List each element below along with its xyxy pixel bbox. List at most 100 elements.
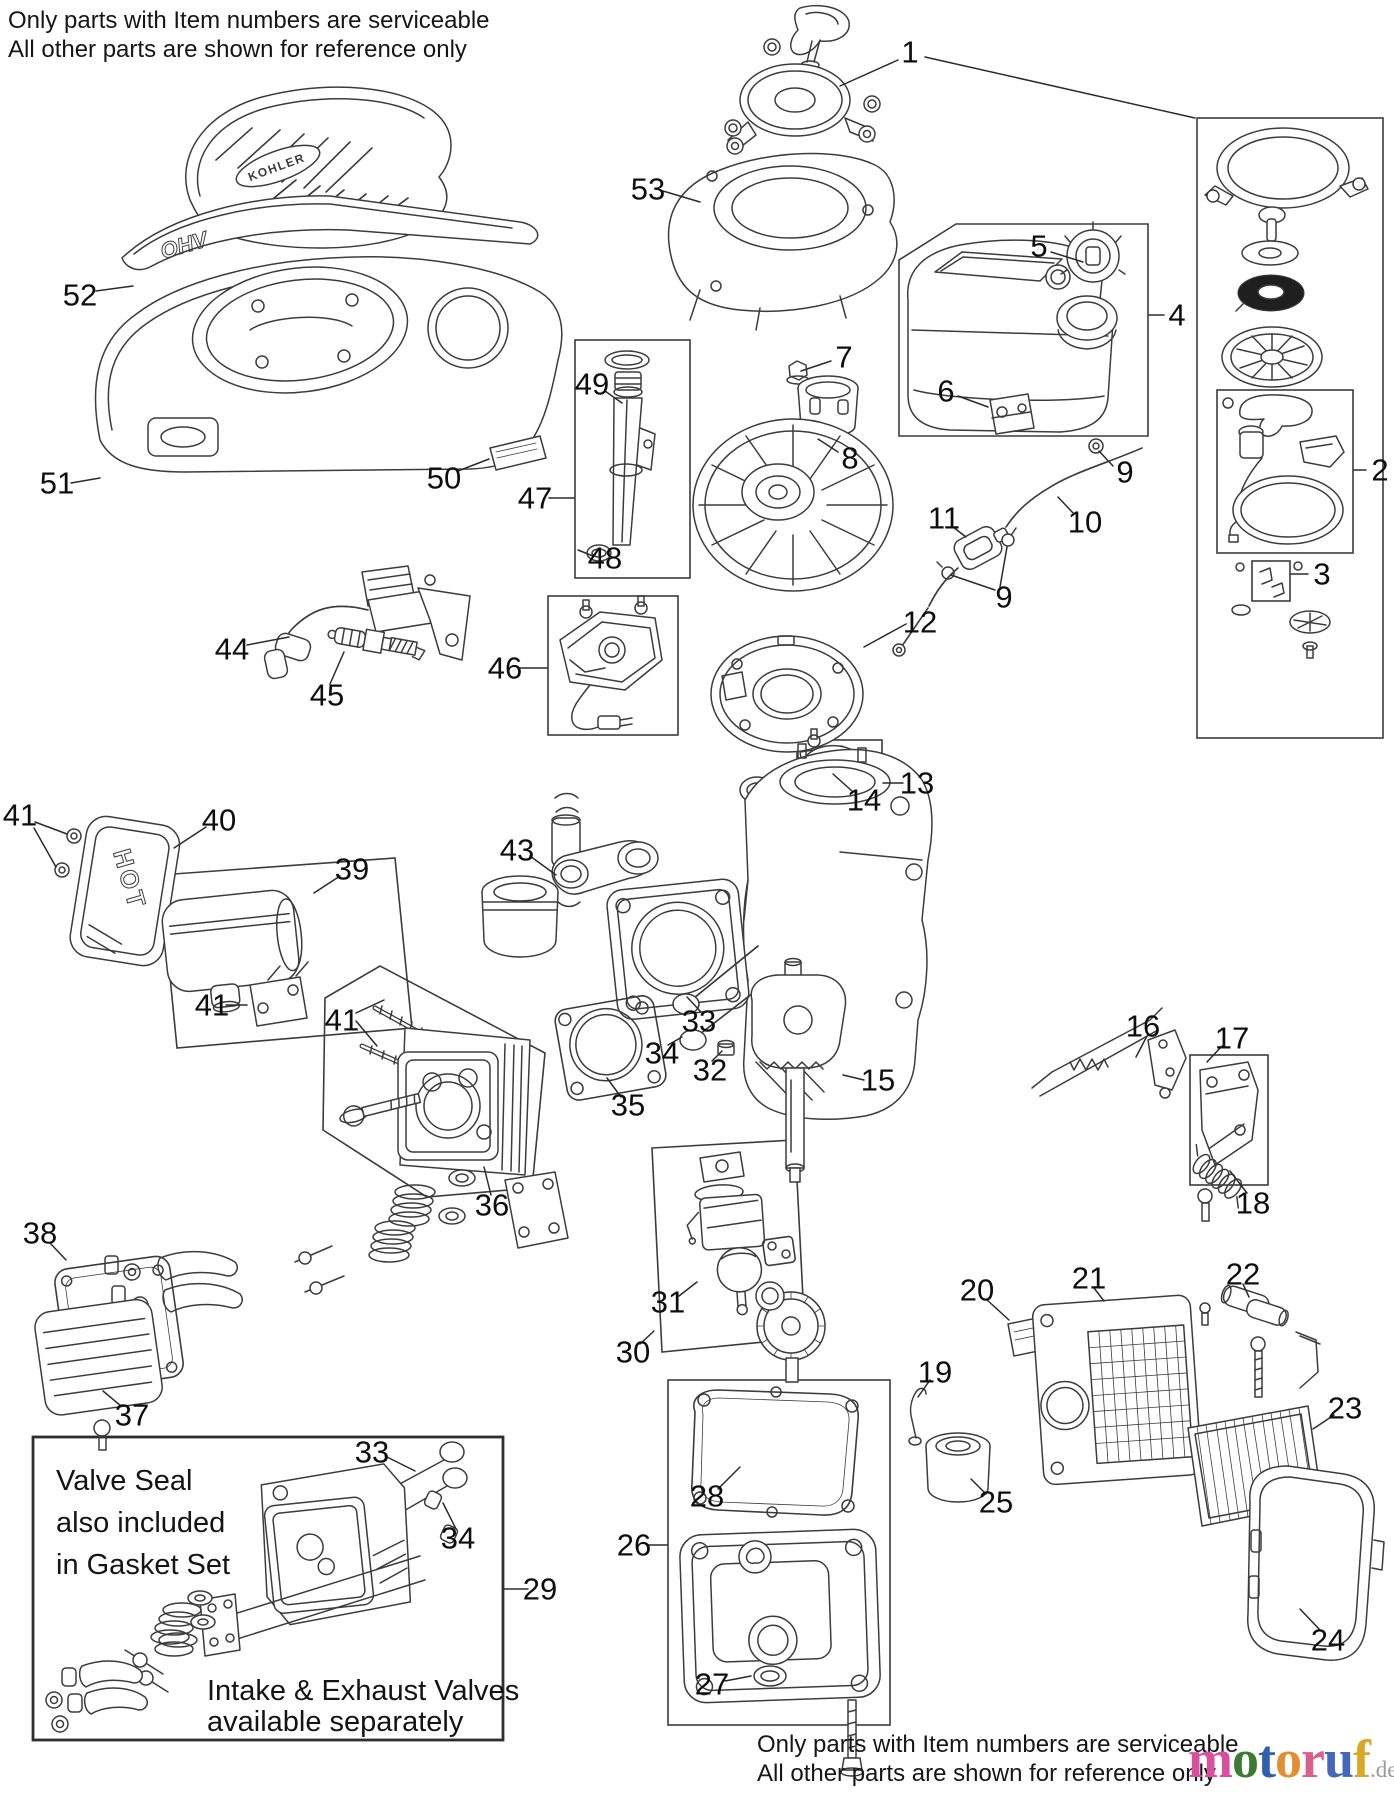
part-callout-16: 16 bbox=[1126, 1009, 1160, 1044]
oil-pan-box bbox=[667, 1379, 891, 1726]
leader-line-23 bbox=[1312, 1414, 1335, 1430]
exhaust-flange bbox=[249, 976, 308, 1027]
oil-pan-gasket-drawing bbox=[691, 1386, 859, 1518]
leader-line-9 bbox=[1098, 450, 1114, 467]
cylinder-flange bbox=[606, 878, 750, 1020]
part-callout-24: 24 bbox=[1311, 1623, 1345, 1658]
leader-line-25 bbox=[970, 1478, 987, 1495]
header-note-line1: Only parts with Item numbers are service… bbox=[8, 7, 490, 34]
part-callout-1: 1 bbox=[901, 35, 918, 70]
leader-line-16 bbox=[1135, 1035, 1148, 1058]
leader-line-38 bbox=[49, 1242, 67, 1261]
part-callout-37: 37 bbox=[115, 1398, 149, 1433]
leader-line-36 bbox=[483, 1166, 492, 1196]
part-callout-49: 49 bbox=[575, 367, 609, 402]
part-callout-27: 27 bbox=[695, 1667, 729, 1702]
leader-line-18 bbox=[1229, 1170, 1248, 1194]
leader-line-41 bbox=[355, 999, 385, 1014]
part-callout-19: 19 bbox=[918, 1355, 952, 1390]
note-line-3: in Gasket Set bbox=[56, 1549, 230, 1581]
starter-handle-kit-drawing bbox=[1222, 394, 1345, 545]
leader-line-1 bbox=[924, 56, 1196, 119]
leader-line-44 bbox=[246, 636, 290, 646]
tank-bracket bbox=[989, 393, 1035, 435]
note-line-1: Valve Seal bbox=[56, 1465, 193, 1497]
air-cleaner-cover bbox=[1247, 1465, 1385, 1661]
breather-cup bbox=[925, 1432, 991, 1503]
part-callout-28: 28 bbox=[690, 1479, 724, 1514]
leader-line-41 bbox=[355, 1020, 378, 1047]
ignition-coil-drawing bbox=[263, 565, 471, 680]
leader-line-21 bbox=[1093, 1287, 1105, 1302]
recoil-kit-box bbox=[1196, 117, 1384, 739]
part-callout-35: 35 bbox=[611, 1088, 645, 1123]
oil-seal bbox=[753, 1665, 787, 1687]
valve-cover-drawing bbox=[34, 1255, 184, 1451]
leader-line-41 bbox=[34, 821, 68, 835]
header-note: Only parts with Item numbers are service… bbox=[8, 6, 490, 64]
part-callout-13: 13 bbox=[900, 766, 934, 801]
leader-line-33 bbox=[384, 1455, 416, 1472]
part-callout-12: 12 bbox=[903, 605, 937, 640]
part-callout-9: 9 bbox=[1116, 455, 1133, 490]
blower-housing-drawing bbox=[667, 152, 898, 331]
part-callout-41: 41 bbox=[195, 988, 229, 1023]
leader-line-7 bbox=[800, 360, 832, 372]
leader-line-45 bbox=[329, 651, 345, 685]
part-callout-31: 31 bbox=[651, 1285, 685, 1320]
part-callout-34: 34 bbox=[645, 1036, 679, 1071]
part-callout-15: 15 bbox=[861, 1063, 895, 1098]
fuel-tank-box bbox=[898, 223, 1149, 437]
engine-cover-drawing bbox=[94, 255, 563, 473]
leader-line-41 bbox=[33, 827, 57, 868]
watermark-letter: t bbox=[1257, 1729, 1276, 1789]
pawl-kit-drawing bbox=[1231, 561, 1331, 659]
part-callout-47: 47 bbox=[518, 481, 552, 516]
part-callout-44: 44 bbox=[215, 632, 249, 667]
watermark-letter: o bbox=[1274, 1729, 1302, 1789]
rocker-arms bbox=[104, 1245, 345, 1314]
footer-note-line1: Only parts with Item numbers are service… bbox=[757, 1731, 1239, 1758]
piston bbox=[481, 875, 559, 958]
note-line-5: available separately bbox=[207, 1706, 464, 1738]
note-line-2: also included bbox=[56, 1507, 225, 1539]
part-callout-11: 11 bbox=[928, 501, 960, 536]
part-callout-33: 33 bbox=[682, 1004, 716, 1039]
leader-line-35 bbox=[606, 1077, 622, 1098]
spark-plug-drawing bbox=[327, 627, 426, 661]
head-kit-drawing bbox=[45, 1441, 468, 1733]
part-callout-43: 43 bbox=[500, 833, 534, 868]
leader-line-37 bbox=[102, 1390, 122, 1407]
part-callout-29: 29 bbox=[523, 1572, 557, 1607]
watermark-suffix: .de bbox=[1369, 1757, 1394, 1782]
leader-line-39 bbox=[313, 875, 341, 894]
leader-line-34 bbox=[442, 1502, 457, 1530]
part-callout-25: 25 bbox=[979, 1485, 1013, 1520]
leader-line-12 bbox=[863, 623, 907, 648]
leader-line-15 bbox=[842, 1074, 865, 1081]
crankshaft-drawing bbox=[750, 957, 847, 1183]
part-callout-6: 6 bbox=[937, 374, 954, 409]
part-callout-38: 38 bbox=[23, 1216, 57, 1251]
leader-line-30 bbox=[639, 1330, 655, 1345]
leader-line-53 bbox=[662, 190, 701, 203]
part-callout-50: 50 bbox=[427, 461, 461, 496]
part-callout-23: 23 bbox=[1328, 1391, 1362, 1426]
watermark-letter: r bbox=[1300, 1729, 1325, 1789]
part-callout-33: 33 bbox=[355, 1435, 389, 1470]
part-callout-48: 48 bbox=[588, 541, 622, 576]
part-callout-41: 41 bbox=[325, 1003, 359, 1038]
part-callout-30: 30 bbox=[616, 1335, 650, 1370]
heat-shield-drawing: HOT bbox=[54, 815, 181, 967]
note-cylinder-head bbox=[260, 1463, 412, 1626]
hose-clamp bbox=[1001, 533, 1015, 547]
valve-note-box bbox=[31, 1435, 505, 1742]
part-callout-17: 17 bbox=[1215, 1021, 1249, 1056]
head-bolt bbox=[339, 1092, 422, 1127]
fuel-tank-drawing bbox=[907, 221, 1126, 435]
note-line-4: Intake & Exhaust Valves bbox=[207, 1675, 519, 1707]
leader-line-27 bbox=[724, 1675, 752, 1682]
watermark-letter: u bbox=[1323, 1729, 1354, 1789]
watermark-letter: m bbox=[1188, 1729, 1233, 1789]
